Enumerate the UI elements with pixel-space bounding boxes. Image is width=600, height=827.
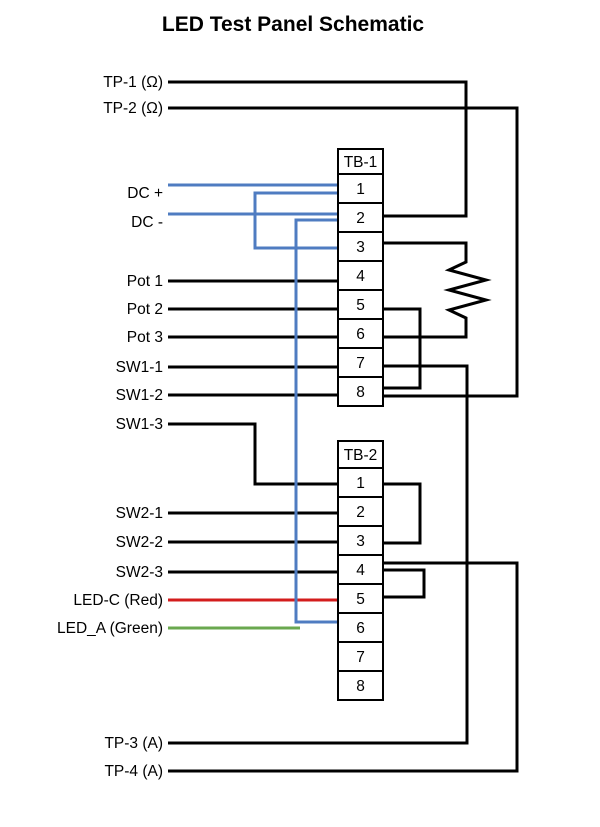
wire-tp2 [168, 106, 519, 398]
label-dc-plus: DC + [127, 185, 163, 202]
tb1-pin-label: 5 [356, 297, 365, 314]
tb1-pin-cell [337, 289, 384, 320]
wires-black [168, 80, 519, 745]
tb2-pin-label: 6 [356, 620, 365, 637]
label-pot3: Pot 3 [127, 329, 163, 346]
tb1-pin-label: 6 [356, 326, 365, 343]
label-tp4: TP-4 (A) [104, 763, 163, 780]
tb1-pin-label: 7 [356, 355, 365, 372]
tb1-pin-cell [337, 318, 384, 349]
tb1-label: TB-1 [344, 154, 378, 171]
terminal-block-tb2: TB-2 1 2 3 4 5 6 7 8 [337, 440, 384, 701]
label-tp1: TP-1 (Ω) [103, 74, 163, 91]
label-sw2-2: SW2-2 [116, 534, 163, 551]
tb2-pin-label: 4 [356, 562, 365, 579]
tb1-pin-label: 1 [356, 181, 365, 198]
wires-dc [168, 183, 338, 624]
tb2-pin-label: 2 [356, 504, 365, 521]
label-pot1: Pot 1 [127, 273, 163, 290]
label-dc-minus: DC - [131, 214, 163, 231]
label-tp3: TP-3 (A) [104, 735, 163, 752]
tb1-pin-label: 4 [356, 268, 365, 285]
tb2-pin-label: 1 [356, 475, 365, 492]
label-sw1-1: SW1-1 [116, 359, 163, 376]
wire-sw1-3 [168, 422, 338, 486]
label-pot2: Pot 2 [127, 301, 163, 318]
tb2-pin-label: 8 [356, 678, 365, 695]
tb2-pin-label: 3 [356, 533, 365, 550]
label-sw1-3: SW1-3 [116, 416, 163, 433]
resistor-symbol [383, 241, 492, 339]
jumper-tb1-5-7 [383, 307, 422, 390]
jumper-tb2-1-3 [383, 482, 422, 545]
label-sw1-2: SW1-2 [116, 387, 163, 404]
tb1-pin-cell [337, 173, 384, 204]
terminal-block-tb1: TB-1 1 2 3 4 5 6 7 8 [337, 148, 384, 407]
tb1-pin-cell [337, 202, 384, 233]
tb1-pin-cell [337, 376, 384, 407]
tb2-pin-label: 7 [356, 649, 365, 666]
jumper-tb2-4-5 [383, 568, 426, 599]
label-led-c: LED-C (Red) [73, 592, 163, 609]
label-sw2-1: SW2-1 [116, 505, 163, 522]
tb1-pin-cell [337, 231, 384, 262]
wire-tp1 [168, 80, 468, 218]
label-led-a: LED_A (Green) [57, 620, 163, 637]
wires-black-tb2 [168, 422, 519, 773]
tb1-pin-label: 8 [356, 384, 365, 401]
signal-labels: TP-1 (Ω) TP-2 (Ω) DC + DC - Pot 1 Pot 2 … [57, 74, 163, 780]
tb1-pin-label: 2 [356, 210, 365, 227]
tb2-pin-label: 5 [356, 591, 365, 608]
tb2-pin-cell [337, 467, 384, 498]
wire-dc-tb1-2-to-led [294, 218, 338, 624]
tb2-pin-cell [337, 670, 384, 701]
tb2-pin-cell [337, 583, 384, 614]
wire-tb1-7-to-tp3 [168, 364, 469, 745]
label-tp2: TP-2 (Ω) [103, 100, 163, 117]
wire-tb2-4-to-tp4 [168, 561, 519, 773]
diagram-title: LED Test Panel Schematic [162, 13, 425, 36]
tb2-pin-cell [337, 641, 384, 672]
tb2-label: TB-2 [344, 447, 378, 464]
label-sw2-3: SW2-3 [116, 564, 163, 581]
tb2-pin-cell [337, 496, 384, 527]
tb1-pin-label: 3 [356, 239, 365, 256]
